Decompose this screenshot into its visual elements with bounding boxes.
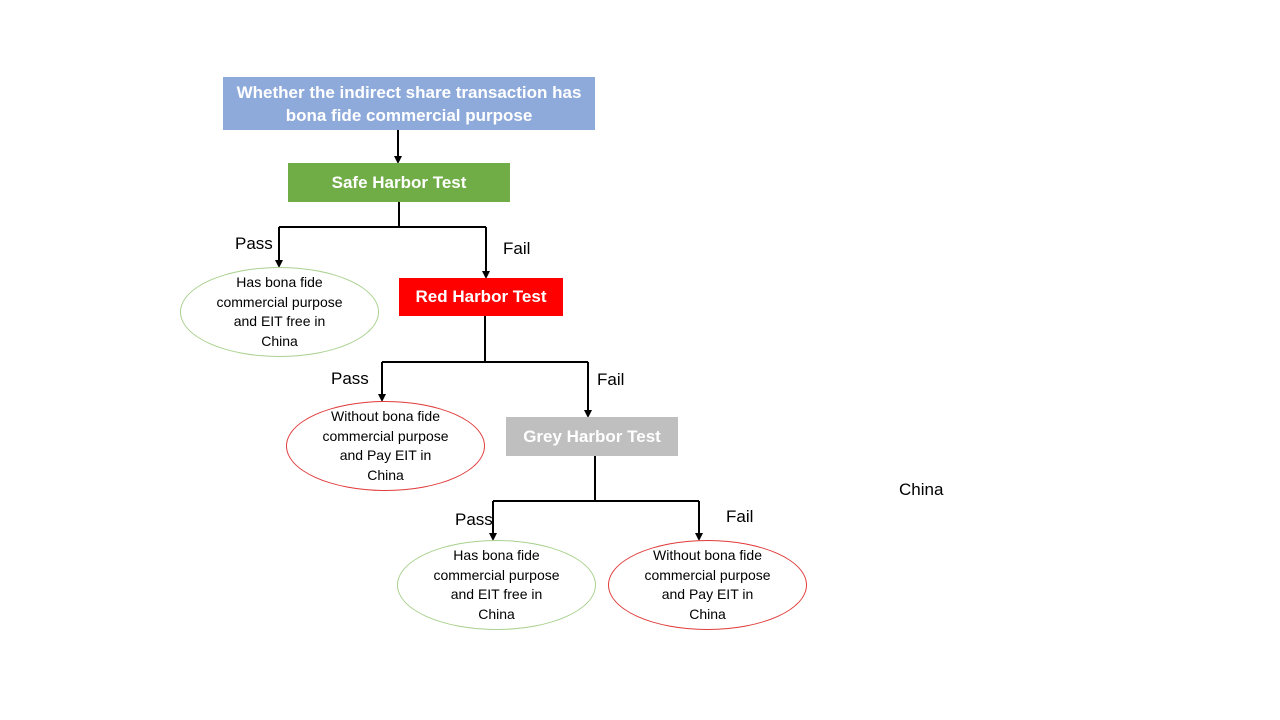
outcome-red-pass: Without bona fide commercial purpose and… [286, 401, 485, 491]
outcome-grey-pass: Has bona fide commercial purpose and EIT… [397, 540, 596, 630]
outcome-red-pass-text: Without bona fide commercial purpose and… [322, 408, 449, 483]
outcome-grey-fail: Without bona fide commercial purpose and… [608, 540, 807, 630]
safe-harbor-test-label: Safe Harbor Test [331, 172, 467, 192]
red-pass-label: Pass [331, 369, 369, 388]
outcome-grey-pass-text: Has bona fide commercial purpose and EIT… [433, 547, 560, 622]
outcome-grey-fail-text: Without bona fide commercial purpose and… [644, 547, 771, 622]
safe-pass-label: Pass [235, 234, 273, 253]
red-harbor-test-label: Red Harbor Test [415, 287, 547, 306]
stray-text-china: China [899, 480, 944, 499]
grey-harbor-test-node: Grey Harbor Test [506, 417, 678, 456]
grey-pass-label: Pass [455, 510, 493, 529]
outcome-safe-pass: Has bona fide commercial purpose and EIT… [180, 267, 379, 357]
red-harbor-test-node: Red Harbor Test [399, 278, 563, 316]
safe-fail-label: Fail [503, 239, 531, 258]
root-question-label: Whether the indirect share transaction h… [236, 82, 582, 125]
grey-fail-label: Fail [726, 507, 754, 526]
grey-harbor-test-label: Grey Harbor Test [523, 426, 661, 446]
outcome-safe-pass-text: Has bona fide commercial purpose and EIT… [216, 274, 343, 349]
root-question-node: Whether the indirect share transaction h… [223, 77, 595, 130]
safe-harbor-test-node: Safe Harbor Test [288, 163, 510, 202]
red-fail-label: Fail [597, 370, 625, 389]
